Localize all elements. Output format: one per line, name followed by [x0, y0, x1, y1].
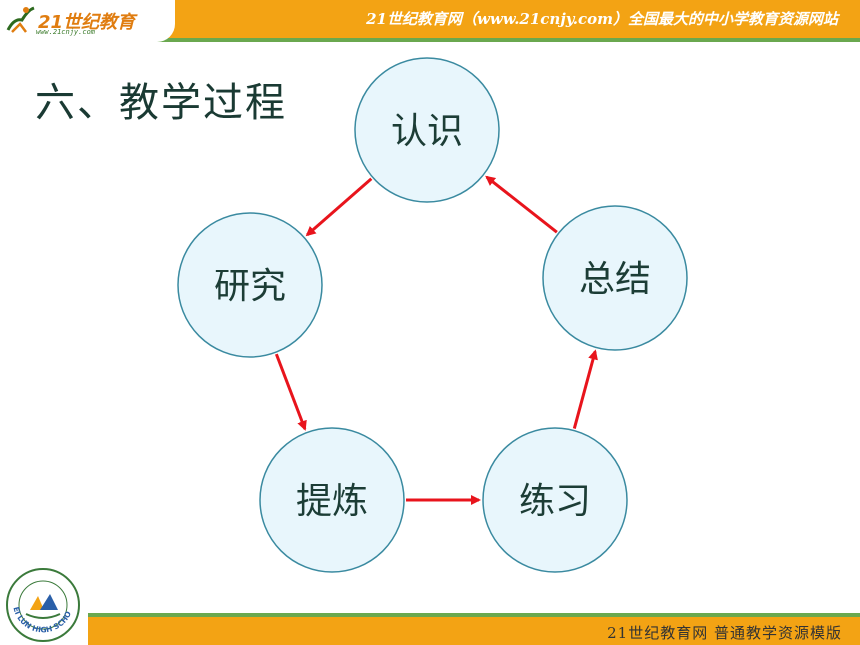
node-label: 提炼 — [296, 481, 368, 522]
node-zongjie[interactable]: 总结 — [542, 205, 688, 351]
slide-title: 六、教学过程 — [35, 80, 287, 126]
node-label: 总结 — [579, 259, 651, 300]
node-yanjiu[interactable]: 研究 — [177, 212, 323, 358]
node-tilian[interactable]: 提炼 — [259, 427, 405, 573]
arrow-zongjie-to-renshi — [485, 175, 558, 234]
site-logo[interactable]: 21世纪教育 www.21cnjy.com — [0, 0, 175, 42]
node-label: 练习 — [519, 481, 591, 522]
node-circle — [482, 427, 628, 573]
footer-bar — [88, 617, 860, 645]
node-circle — [354, 57, 500, 203]
school-seal-icon: BEI LUN HIGH SCHOOL — [4, 566, 80, 642]
node-lianxi[interactable]: 练习 — [482, 427, 628, 573]
logo-text: 21世纪教育 — [38, 12, 136, 33]
edges-layer — [274, 175, 598, 505]
arrow-lianxi-to-zongjie — [572, 349, 598, 429]
node-circle — [542, 205, 688, 351]
node-renshi[interactable]: 认识 — [354, 57, 500, 203]
node-label: 认识 — [391, 111, 463, 152]
node-circle — [259, 427, 405, 573]
header-divider — [0, 38, 860, 42]
node-label: 研究 — [214, 266, 286, 307]
header-slogan: 21世纪教育网（www.21cnjy.com）全国最大的中小学教育资源网站 — [366, 10, 838, 28]
footer-text: 21世纪教育网 普通教学资源模版 — [607, 624, 842, 642]
footer-divider — [88, 613, 860, 617]
runner-logo-icon — [6, 6, 35, 33]
arrow-renshi-to-yanjiu — [305, 177, 373, 237]
arrow-yanjiu-to-tilian — [274, 353, 307, 431]
node-circle — [177, 212, 323, 358]
logo-url: www.21cnjy.com — [36, 28, 96, 36]
